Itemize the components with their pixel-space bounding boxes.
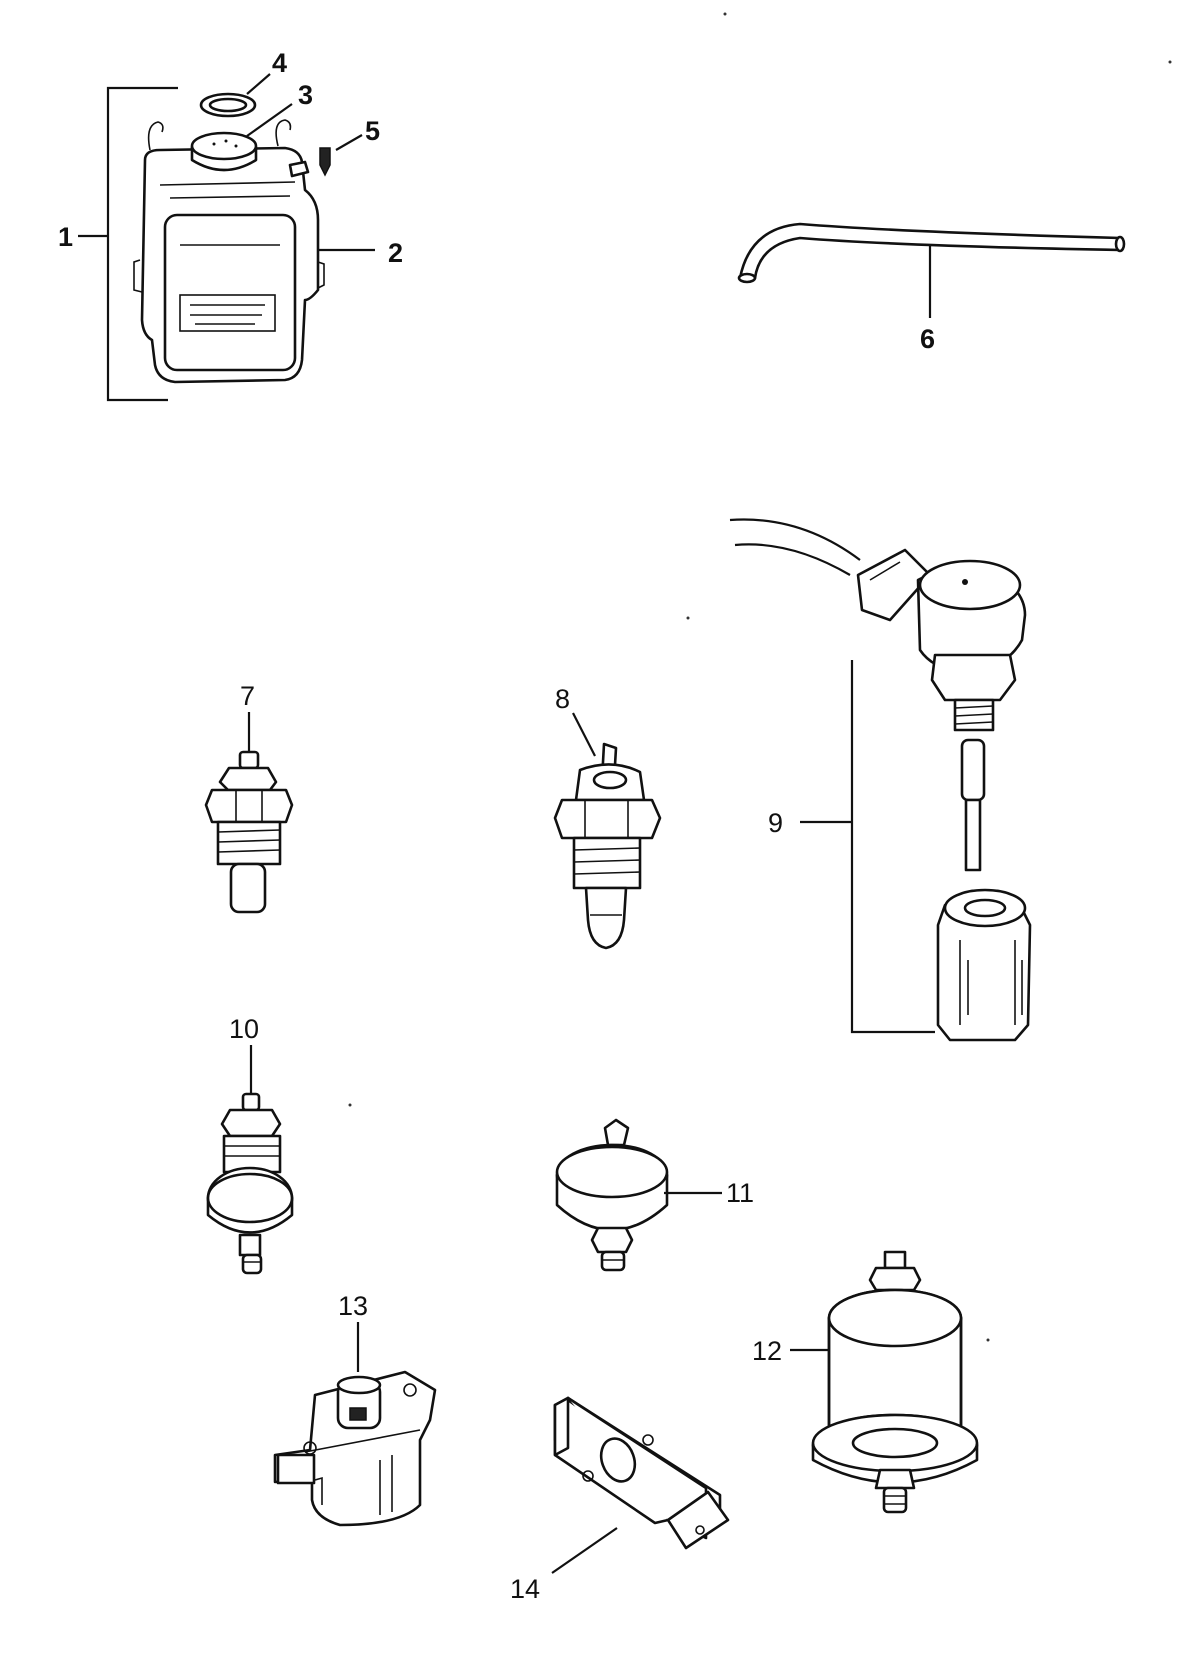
callout-1: 1 (58, 222, 73, 252)
part-9-sender-assembly (729, 518, 1032, 1042)
part-13-solenoid (273, 1322, 437, 1527)
part-1-reservoir-assembly (78, 86, 325, 402)
callout-11: 11 (726, 1178, 754, 1208)
callout-13: 13 (338, 1291, 368, 1321)
callout-7: 7 (240, 681, 255, 711)
part-6-hose (737, 222, 1126, 318)
callout-10: 10 (229, 1014, 259, 1044)
callout-9: 9 (768, 808, 783, 838)
part-12-oil-pressure-sender (790, 1250, 979, 1514)
callout-4: 4 (272, 48, 287, 78)
callout-8: 8 (555, 684, 570, 714)
part-8-temperature-switch (553, 712, 662, 950)
callout-3: 3 (298, 80, 313, 110)
callout-5: 5 (365, 116, 380, 146)
part-3-reservoir-cap (190, 103, 293, 172)
part-4-cap-gasket (199, 73, 271, 118)
callout-14: 14 (510, 1574, 540, 1604)
part-5-screw (319, 134, 363, 177)
callout-12: 12 (752, 1336, 782, 1366)
part-7-temperature-sender (204, 712, 294, 914)
part-10-oil-pressure-switch (206, 1045, 294, 1275)
callout-2: 2 (388, 238, 403, 268)
part-11-pressure-switch (555, 1118, 722, 1272)
part-14-mounting-bracket (551, 1396, 730, 1574)
callout-6: 6 (920, 324, 935, 354)
